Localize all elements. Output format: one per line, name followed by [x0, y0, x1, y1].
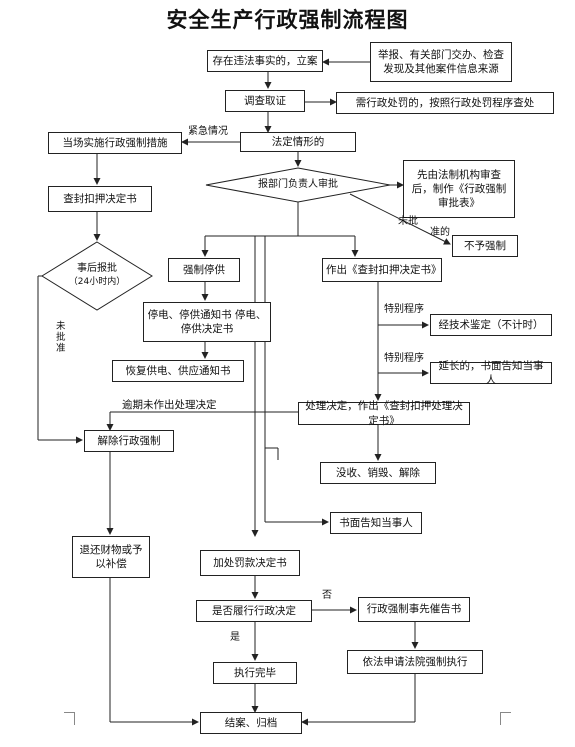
post-report-hours: （24小时内）	[68, 277, 126, 287]
node-file-case: 存在违法事实的，立案	[207, 50, 323, 72]
node-written-notice: 书面告知当事人	[330, 512, 422, 534]
node-court-enforcement: 依法申请法院强制执行	[347, 650, 483, 674]
label-yes: 是	[230, 632, 240, 643]
label-approved: 准的	[430, 227, 450, 238]
node-late-fine-decision: 加处罚款决定书	[200, 550, 300, 576]
corner-mark-right	[500, 712, 511, 725]
node-onsite-enforcement: 当场实施行政强制措施	[48, 132, 182, 154]
node-info-sources: 举报、有关部门交办、检查发现及其他案件信息来源	[370, 42, 512, 82]
node-legal-review: 先由法制机构审查后，制作《行政强制审批表》	[403, 160, 515, 218]
label-urgent: 紧急情况	[188, 126, 228, 137]
node-technical-appraisal: 经技术鉴定（不计时）	[430, 314, 552, 336]
node-confiscate-destroy: 没收、销毁、解除	[320, 462, 436, 484]
node-admin-penalty: 需行政处罚的，按照行政处罚程序查处	[336, 92, 554, 114]
label-no: 否	[322, 590, 332, 601]
label-not-approved-vertical: 未批准	[56, 321, 66, 354]
node-prior-demand-notice: 行政强制事先催告书	[358, 597, 470, 622]
node-post-report-label: 事后报批 （24小时内）	[58, 262, 136, 289]
node-execution-complete: 执行完毕	[213, 662, 297, 684]
node-investigate: 调查取证	[225, 90, 305, 112]
node-lift-enforcement: 解除行政强制	[84, 430, 174, 452]
node-issue-seizure-decision: 作出《查封扣押决定书》	[322, 258, 442, 282]
node-extension-notice: 延长的，书面告知当事人	[430, 360, 552, 386]
node-refund-compensate: 退还财物或予以补偿	[72, 536, 150, 578]
node-comply-check: 是否履行行政决定	[196, 600, 312, 622]
node-statutory-case: 法定情形的	[240, 132, 356, 152]
node-restore-supply: 恢复供电、供应通知书	[112, 360, 244, 382]
label-not-approved: 未批	[398, 216, 418, 227]
node-dept-approval: 报部门负责人审批	[258, 179, 338, 190]
label-special-procedure-1: 特别程序	[384, 304, 424, 315]
node-suspension-notices: 停电、停供通知书 停电、停供决定书	[143, 302, 271, 342]
node-seizure-decision-doc: 查封扣押决定书	[48, 186, 152, 212]
label-overdue: 逾期未作出处理决定	[122, 399, 217, 411]
label-special-procedure-2: 特别程序	[384, 353, 424, 364]
post-report-text: 事后报批	[77, 263, 117, 274]
node-suspend-supply: 强制停供	[168, 258, 240, 282]
node-close-archive: 结案、归档	[200, 712, 302, 734]
page-title: 安全生产行政强制流程图	[166, 7, 409, 32]
corner-mark-left	[64, 712, 75, 725]
node-disposal-decision: 处理决定，作出《查封扣押处理决定书》	[298, 400, 470, 427]
post-approval-diamond	[41, 241, 153, 311]
node-no-enforcement: 不予强制	[452, 235, 518, 257]
